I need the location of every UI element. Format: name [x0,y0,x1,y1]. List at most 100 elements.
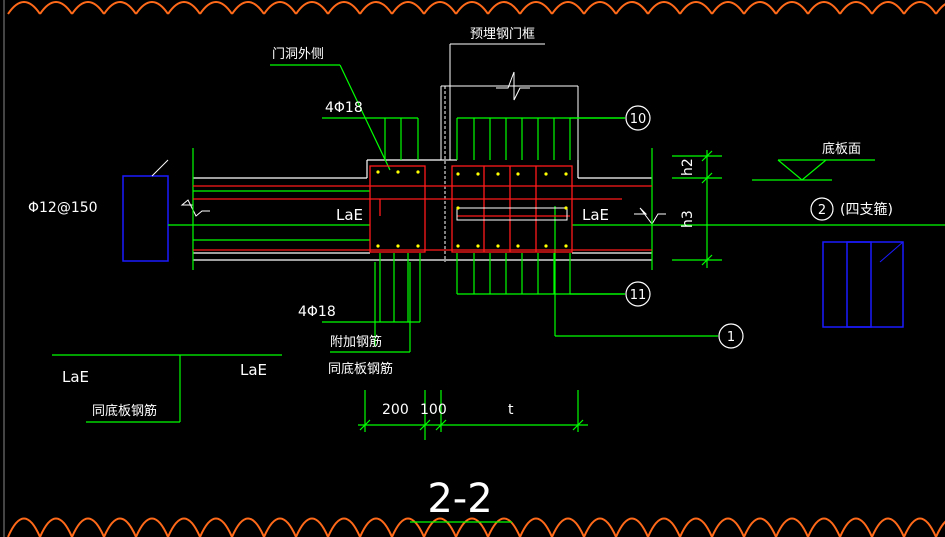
callout-2-circle [810,197,834,221]
door-frame-label: 预埋钢门框 [470,27,535,42]
left-leader [151,159,169,177]
scallop-arc [647,517,681,537]
callout-10: 10 [630,112,647,127]
scallop-arc [103,1,137,15]
scallop-arc [359,517,393,537]
scallop-arc [903,1,937,15]
scallop-arc [647,1,681,15]
scallop-arc [519,517,553,537]
scallop-arc [903,517,937,537]
left-blue-section [122,175,169,262]
scallop-arc [39,1,73,15]
slab-face-label: 底板面 [822,141,861,157]
extra-same-label: 同底板钢筋 [328,361,393,377]
scallop-arc [231,517,265,537]
scallop-arc [455,1,489,15]
door-outer-label: 门洞外侧 [272,47,324,62]
scallop-arc [359,1,393,15]
same-slab-rebar-label: 同底板钢筋 [92,403,157,419]
scallop-arc [199,517,233,537]
scallop-arc [71,517,105,537]
right-blue-leader [879,241,904,263]
scallop-arc [167,1,201,15]
rebar-bottom-label: 4Φ18 [298,304,336,320]
red-rebars [193,165,652,253]
rebar-dots [376,170,568,248]
stirrup-label: Φ12@150 [28,200,98,216]
scallop-arc [839,1,873,15]
scallop-arc [263,517,297,537]
scallop-arc [135,517,169,537]
scallop-arc [839,517,873,537]
scallop-arc [679,517,713,537]
scallop-arc [487,1,521,15]
dim-200: 200 [382,402,409,418]
scallop-arc [935,520,945,537]
dim-t: t [508,402,514,418]
scallop-arc [711,1,745,15]
scallop-arc [7,517,41,537]
scallop-arc [871,517,905,537]
scallop-arc [583,1,617,15]
callout-2: 2 [818,203,826,218]
callout-10-circle [625,105,651,131]
legend-left-label: LaE [62,368,89,386]
bottom-scallop-border [7,517,945,537]
anchor-right-label: LaE [582,206,609,224]
scallop-arc [807,517,841,537]
scallop-arc [679,1,713,15]
scallop-arc [519,1,553,15]
scallop-arc [103,517,137,537]
scallop-arc [135,1,169,15]
scallop-arc [423,517,457,537]
scallop-arc [391,517,425,537]
scallop-arc [7,1,41,15]
scallop-arc [615,1,649,15]
right-blue-box-2 [846,241,904,328]
scallop-arc [615,517,649,537]
scallop-arc [327,517,361,537]
scallop-arc [231,1,265,15]
scallop-arc [743,517,777,537]
callout-11-circle [625,281,651,307]
dim-100: 100 [420,402,447,418]
drawing-title: 2-2 [427,476,492,522]
dim-ticks [359,150,713,431]
scallop-arc [487,517,521,537]
scallop-arc [263,1,297,15]
legend-right-label: LaE [240,361,267,379]
scallop-arc [551,517,585,537]
callout-1: 1 [727,330,735,345]
slab-outline [193,159,652,261]
callout-11: 11 [630,288,647,303]
scallop-arc [167,517,201,537]
extra-rebar-label: 附加钢筋 [330,334,382,350]
scallop-arc [327,1,361,15]
scallop-arc [39,517,73,537]
top-scallop-border [7,1,945,15]
scallop-arc [71,1,105,15]
scallop-arc [583,517,617,537]
left-break-mark [180,199,210,217]
callout-1-circle [718,323,744,349]
scallop-arc [295,517,329,537]
h2-label: h2 [680,158,696,176]
scallop-arc [199,1,233,15]
scallop-arc [775,517,809,537]
support-bar-label: (四支箍) [840,201,893,218]
scallop-arc [775,1,809,15]
scallop-arc [551,1,585,15]
right-break-mark [634,207,666,225]
anchor-left-label: LaE [336,206,363,224]
scallop-arc [295,1,329,15]
scallop-arc [455,517,489,537]
slab-face-triangle [777,159,827,181]
scallop-arc [871,1,905,15]
scallop-arc [807,1,841,15]
scallop-arc [391,1,425,15]
scallop-arc [423,1,457,15]
green-rebars [52,64,945,523]
inner-stirrup [456,207,568,221]
scallop-arc [743,1,777,15]
